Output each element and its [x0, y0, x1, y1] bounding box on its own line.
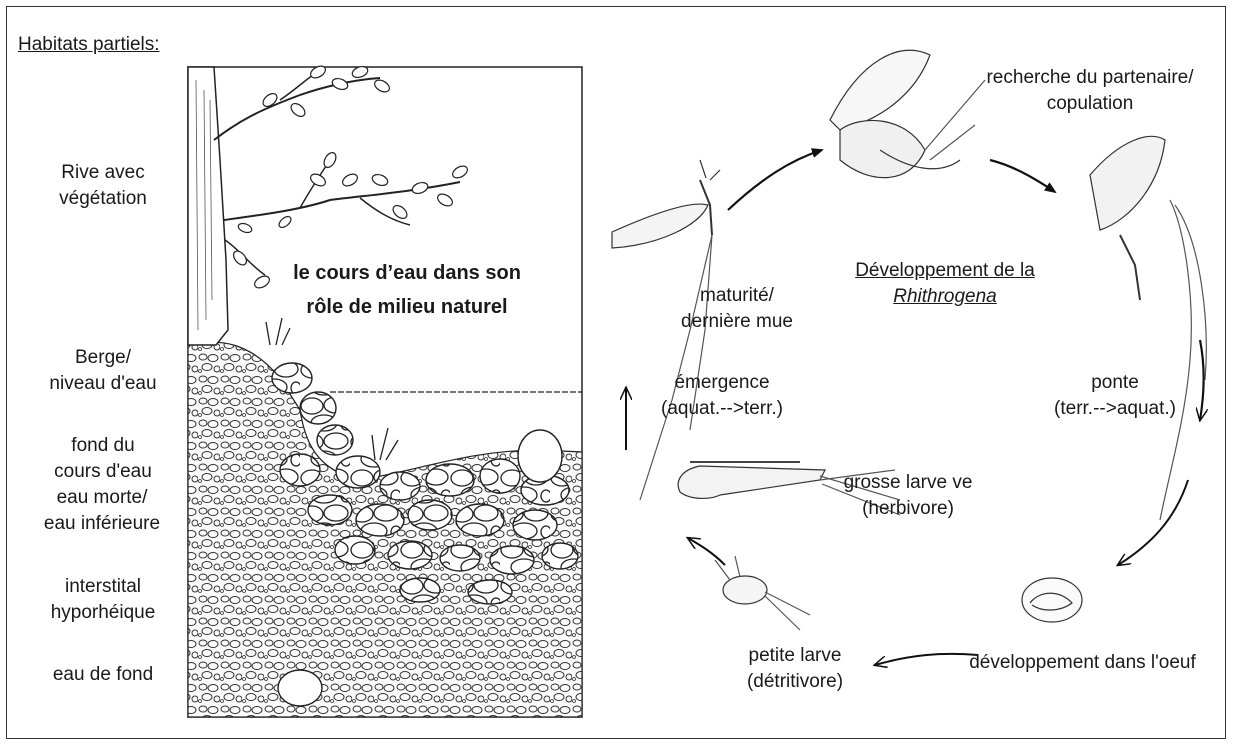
stage-ponte: ponte (terr.-->aquat.)	[1045, 370, 1185, 422]
stage-maturite: maturité/ dernière mue	[672, 283, 802, 335]
egg-icon	[1022, 578, 1082, 622]
stage-oeuf: développement dans l'oeuf	[945, 650, 1220, 676]
stream-cross-section	[188, 64, 582, 717]
cycle-title: Développement de la Rhithrogena	[820, 258, 1070, 310]
cycle-title-line2: Rhithrogena	[820, 284, 1070, 310]
cycle-title-line1: Développement de la	[820, 258, 1070, 284]
small-larva-icon	[715, 556, 810, 630]
stage-petite-larve: petite larve (détritivore)	[735, 643, 855, 695]
stage-copulation: recherche du partenaire/ copulation	[960, 65, 1220, 117]
stage-grosse-larve: grosse larve ve (herbivore)	[828, 470, 988, 522]
egg-laying-mayfly-icon	[1090, 136, 1206, 520]
stage-emergence: émergence (aquat.-->terr.)	[642, 370, 802, 422]
mayfly-illustrations	[612, 50, 1206, 630]
stream-role-caption: le cours d’eau dans son rôle de milieu n…	[222, 256, 592, 324]
